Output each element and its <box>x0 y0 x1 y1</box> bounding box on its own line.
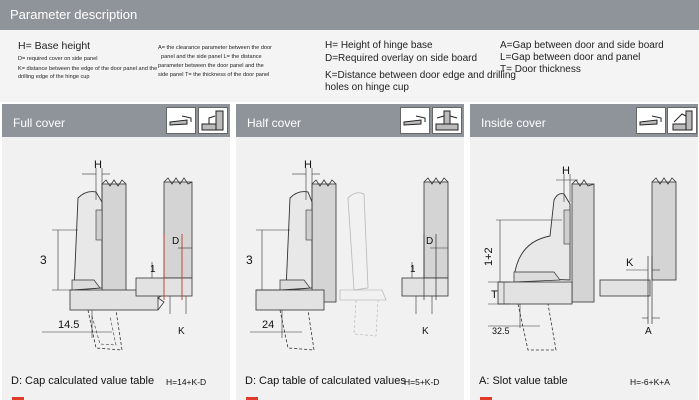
panel-header: Full cover <box>2 104 230 137</box>
hinge-cup-icon <box>198 107 228 134</box>
param-a-line2: panel and the side panel L= the distance <box>161 54 262 60</box>
dim-k-label: K <box>178 326 185 337</box>
panel-footer-label: D: Cap table of calculated values <box>245 375 406 387</box>
hinge-side-icon <box>636 107 666 134</box>
param-a-line4: side panel T= the thickness of the door … <box>158 72 270 78</box>
dim-k-label: K <box>626 257 634 269</box>
panel-footer-label: D: Cap calculated value table <box>11 375 155 387</box>
panel-title: Half cover <box>247 116 302 130</box>
accent-mark <box>480 397 492 400</box>
panel-full-cover: Full cover <box>2 104 230 400</box>
accent-mark <box>246 397 258 400</box>
dim-h-label: H <box>94 159 102 171</box>
param-a-line1: A= the clearance parameter between the d… <box>158 45 272 51</box>
param-gap-door-panel: L=Gap between door and panel <box>500 52 641 63</box>
dim-bottom-label: 24 <box>262 319 274 331</box>
dim-d-label: D <box>172 236 179 247</box>
dim-3-label: 3 <box>246 253 253 267</box>
dim-d-label: D <box>426 236 433 247</box>
panel-half-cover: Half cover <box>236 104 464 400</box>
accent-mark <box>12 397 24 400</box>
param-gap-door-side: A=Gap between door and side board <box>500 40 664 51</box>
dim-1-label: 1 <box>410 264 416 275</box>
param-base-height: H= Base height <box>18 40 91 52</box>
page-header: Parameter description <box>0 0 699 30</box>
param-required-cover: D= required cover on side panel <box>18 56 98 62</box>
page-title: Parameter description <box>10 7 138 22</box>
dim-3-label: 3 <box>40 253 47 267</box>
dim-1-plus-2-label: 1+2 <box>483 247 495 266</box>
param-k-line2: drilling edge of the hinge cup <box>18 74 90 80</box>
dim-h-label: H <box>562 165 570 177</box>
panel-header: Inside cover <box>470 104 698 137</box>
panel-title: Full cover <box>13 116 66 130</box>
dim-bottom-label: 14.5 <box>58 319 79 331</box>
half-cover-diagram: H 3 24 D 1 K <box>246 159 449 351</box>
hinge-double-icon <box>432 107 462 134</box>
param-distance-line2: holes on hinge cup <box>325 82 409 93</box>
hinge-side-icon <box>400 107 430 134</box>
panel-header: Half cover <box>236 104 464 137</box>
dim-k-label: K <box>422 326 429 337</box>
param-distance-line1: K=Distance between door edge and drillin… <box>325 70 516 81</box>
panel-formula: H=5+K-D <box>404 377 440 387</box>
param-door-thickness: T= Door thickness <box>500 64 581 75</box>
panel-formula: H=-6+K+A <box>630 377 670 387</box>
dim-h-label: H <box>304 159 312 171</box>
hinge-side-icon <box>166 107 196 134</box>
param-hinge-base-height: H= Height of hinge base <box>325 40 433 51</box>
dim-1-label: 1 <box>150 264 156 275</box>
param-k-line1: K= distance between the edge of the door… <box>18 66 158 72</box>
full-cover-diagram: H 3 14.5 D 1 K <box>40 159 193 351</box>
inside-cover-diagram: H 1+2 T 32.5 K A <box>483 165 677 351</box>
panel-title: Inside cover <box>481 116 546 130</box>
panel-footer-label: A: Slot value table <box>479 375 568 387</box>
parameter-legend: H= Base height D= required cover on side… <box>0 30 699 102</box>
dim-a-label: A <box>645 326 652 337</box>
panel-inside-cover: Inside cover H <box>470 104 698 400</box>
param-required-overlay: D=Required overlay on side board <box>325 53 478 64</box>
hinge-inset-icon <box>667 107 697 134</box>
panel-formula: H=14+K-D <box>166 377 207 387</box>
dim-bottom-label: 32.5 <box>492 326 510 336</box>
dim-t-label: T <box>491 289 498 301</box>
param-a-line3: parameter between the door panel and the <box>158 63 264 69</box>
